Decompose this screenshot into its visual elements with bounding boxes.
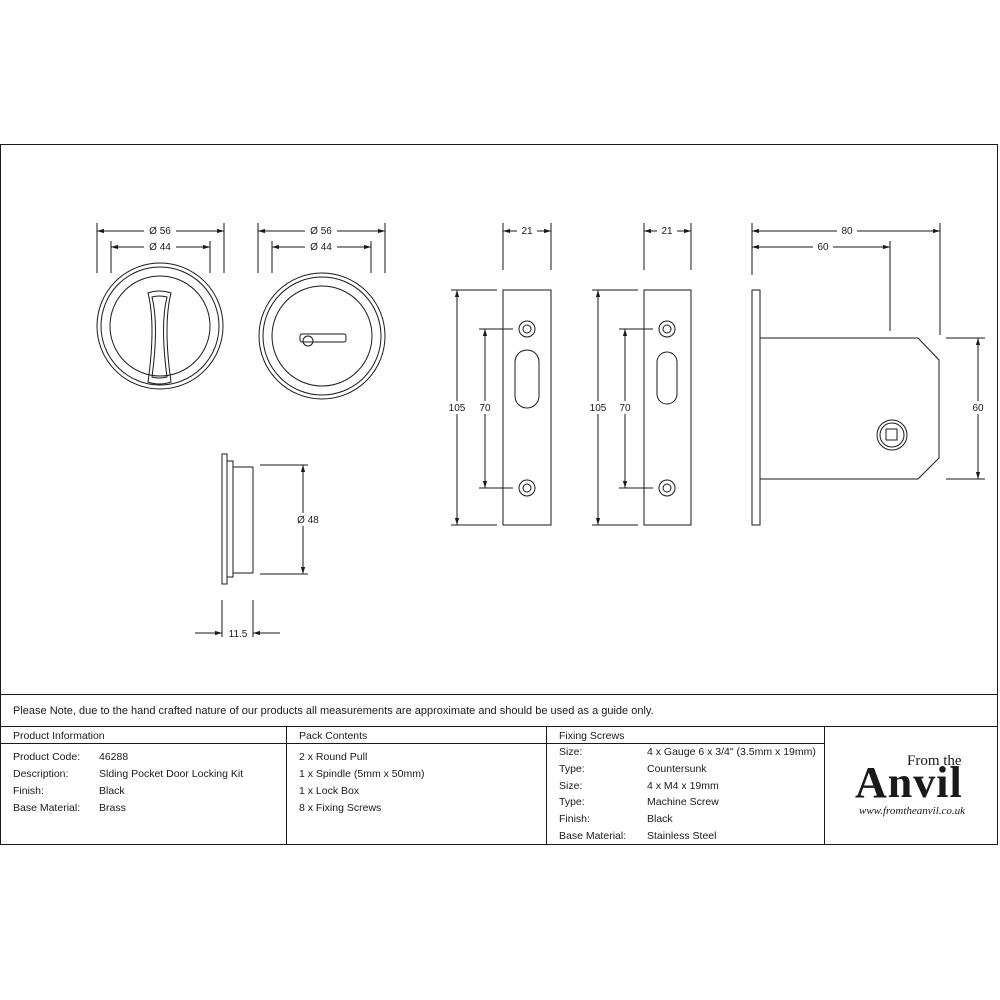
fixing-screws-heading: Fixing Screws	[547, 727, 824, 744]
dim-outer-dia-1: Ø 56	[149, 226, 171, 237]
face-plate-machinescrew	[592, 223, 692, 526]
pack-item: 8 x Fixing Screws	[299, 802, 382, 814]
from-the-anvil-logo: Anvil From the www.fromtheanvil.co.uk	[825, 727, 997, 845]
dim-inner-dia-2: Ø 44	[310, 242, 332, 253]
product-info-column: Product Information Product Code:46288 D…	[1, 727, 287, 845]
disclaimer-note: Please Note, due to the hand crafted nat…	[1, 694, 997, 726]
drawing-sheet: Ø 56 Ø 44 Ø 56 Ø 44 Ø 48 11.5 21 105 70 …	[0, 144, 998, 845]
dim-outer-dia-2: Ø 56	[310, 226, 332, 237]
fixing-screws-column: Fixing Screws Size:4 x Gauge 6 x 3/4" (3…	[547, 727, 825, 845]
screw-row: Finish:Black	[559, 813, 673, 826]
pack-contents-heading: Pack Contents	[287, 727, 546, 744]
dim-box-backset: 60	[817, 242, 829, 253]
dim-plate2-centres: 70	[619, 403, 631, 414]
screw-row: Type:Machine Screw	[559, 796, 719, 809]
dim-plate1-height: 105	[449, 403, 466, 414]
spec-table: Product Information Product Code:46288 D…	[1, 726, 997, 845]
logo-from-the: From the	[907, 753, 962, 769]
pack-contents-column: Pack Contents 2 x Round Pull 1 x Spindle…	[287, 727, 547, 845]
screw-row: Base Material:Stainless Steel	[559, 829, 717, 842]
product-info-heading: Product Information	[1, 727, 286, 744]
finish-row: Finish:Black	[13, 785, 125, 797]
logo-wordmark: Anvil	[855, 758, 963, 807]
pull-side-view	[195, 453, 308, 637]
pack-item: 1 x Spindle (5mm x 50mm)	[299, 768, 425, 780]
dim-plate2-width: 21	[661, 226, 673, 237]
dim-plate1-width: 21	[521, 226, 533, 237]
dim-inner-dia-1: Ø 44	[149, 242, 171, 253]
dim-box-length: 80	[841, 226, 853, 237]
pack-item: 1 x Lock Box	[299, 785, 360, 797]
dimension-labels: Ø 56 Ø 44 Ø 56 Ø 44 Ø 48 11.5 21 105 70 …	[144, 224, 988, 640]
description-row: Description:Slding Pocket Door Locking K…	[13, 768, 244, 780]
dim-plate2-height: 105	[590, 403, 607, 414]
screw-row: Size:4 x Gauge 6 x 3/4" (3.5mm x 19mm)	[559, 746, 816, 758]
logo-url: www.fromtheanvil.co.uk	[859, 805, 966, 817]
pack-item: 2 x Round Pull	[299, 751, 368, 763]
technical-drawing: Ø 56 Ø 44 Ø 56 Ø 44 Ø 48 11.5 21 105 70 …	[96, 223, 988, 640]
product-code-row: Product Code:46288	[13, 751, 129, 763]
dim-plate1-centres: 70	[479, 403, 491, 414]
dim-pull-depth: 11.5	[229, 629, 248, 640]
screw-row: Size:4 x M4 x 19mm	[559, 779, 719, 792]
lock-box-side-view	[751, 223, 985, 526]
screw-row: Type:Countersunk	[559, 762, 707, 775]
dim-pull-dia: Ø 48	[297, 515, 319, 526]
dim-box-height: 60	[972, 403, 984, 414]
face-plate-woodscrew	[451, 223, 552, 526]
base-material-row: Base Material:Brass	[13, 802, 126, 814]
